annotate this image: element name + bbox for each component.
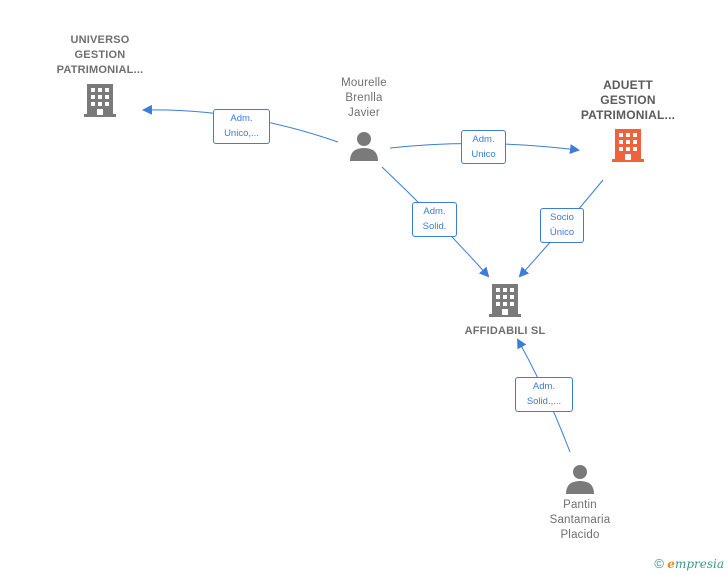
building-icon: [612, 129, 644, 162]
node-aduett[interactable]: ADUETT GESTION PATRIMONIAL...: [572, 78, 684, 163]
brand-name: mpresia: [674, 557, 724, 571]
node-pantin[interactable]: Pantin Santamaria Placido: [532, 464, 628, 543]
brand-logo: empresia: [667, 557, 724, 571]
footer-brand: © empresia: [654, 556, 724, 571]
node-universo-label: UNIVERSO GESTION PATRIMONIAL...: [56, 34, 144, 76]
edge-label-mourelle-affidabili[interactable]: Adm. Solid.: [412, 202, 457, 237]
edge-label-aduett-affidabili[interactable]: Socio Único: [540, 208, 584, 243]
node-affidabili-label: AFFIDABILI SL: [464, 325, 546, 337]
node-mourelle[interactable]: Mourelle Brenlla Javier: [322, 76, 406, 161]
edge-label-mourelle-universo[interactable]: Adm. Unico,...: [213, 109, 270, 144]
node-universo[interactable]: UNIVERSO GESTION PATRIMONIAL...: [44, 33, 156, 118]
node-aduett-label: ADUETT GESTION PATRIMONIAL...: [580, 78, 676, 122]
edge-label-pantin-affidabili[interactable]: Adm. Solid.,...: [515, 377, 573, 412]
person-icon: [350, 132, 378, 161]
node-pantin-label: Pantin Santamaria Placido: [549, 499, 611, 541]
building-icon: [489, 284, 521, 317]
node-mourelle-label: Mourelle Brenlla Javier: [341, 77, 387, 119]
brand-initial: e: [667, 557, 675, 571]
copyright-symbol: ©: [654, 556, 664, 571]
person-icon: [566, 465, 594, 494]
edge-label-mourelle-aduett[interactable]: Adm. Unico: [461, 130, 506, 164]
node-affidabili[interactable]: AFFIDABILI SL: [446, 282, 564, 339]
building-icon: [84, 84, 116, 117]
